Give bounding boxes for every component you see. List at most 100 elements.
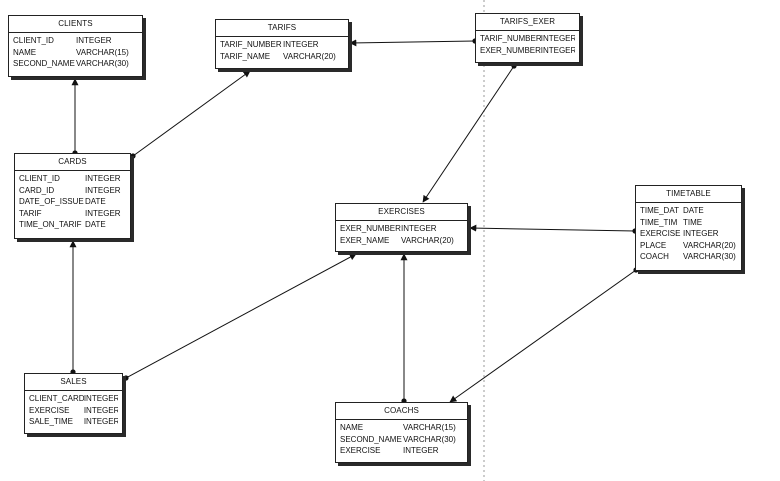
relationship-line-timetable-coachs — [449, 269, 637, 403]
field-type: VARCHAR(30) — [76, 59, 129, 68]
entity-fields: TIME_DAT DATE TIME_TIM TIME EXERCISE INT… — [636, 203, 741, 263]
field-name: TIME_DAT — [640, 206, 679, 215]
field-name: TARIF_NAME — [220, 51, 271, 61]
field-name: CLIENT_ID — [19, 174, 60, 183]
field-name: COACH — [640, 252, 669, 261]
entity-title: EXERCISES — [336, 204, 467, 221]
field-type: INTEGER — [540, 45, 575, 55]
field-row: CLIENT_CARD INTEGER — [29, 393, 118, 405]
field-type: INTEGER — [85, 208, 121, 218]
field-type: INTEGER — [283, 40, 319, 49]
field-row: SALE_TIME INTEGER — [29, 416, 118, 428]
field-name: CLIENT_CARD — [29, 394, 84, 403]
entity-exercises[interactable]: EXERCISES EXER_NUMBER INTEGER EXER_NAME … — [335, 203, 468, 252]
field-type: INTEGER — [85, 174, 121, 183]
field-name: EXER_NAME — [340, 235, 390, 245]
entity-coachs[interactable]: COACHS NAME VARCHAR(15) SECOND_NAME VARC… — [335, 402, 468, 463]
field-type: INTEGER — [76, 36, 112, 45]
field-row: SECOND_NAME VARCHAR(30) — [340, 434, 463, 446]
field-name: SECOND_NAME — [340, 434, 402, 444]
field-type: TIME — [683, 217, 703, 227]
field-type: DATE — [85, 197, 106, 206]
entity-title: TIMETABLE — [636, 186, 741, 203]
field-name: TIME_TIM — [640, 217, 678, 227]
field-name: TARIF — [19, 208, 42, 218]
field-name: NAME — [340, 423, 364, 432]
field-type: INTEGER — [540, 34, 575, 43]
entity-timetable[interactable]: TIMETABLE TIME_DAT DATE TIME_TIM TIME EX… — [635, 185, 742, 271]
relationship-dot-sales-exercises — [123, 375, 129, 381]
entity-fields: NAME VARCHAR(15) SECOND_NAME VARCHAR(30)… — [336, 420, 467, 457]
entity-fields: TARIF_NUMBER INTEGER EXER_NUMBER INTEGER — [476, 31, 579, 56]
relationship-line-timetable-exercises — [469, 224, 636, 232]
entity-tarifs-exer[interactable]: TARIFS_EXER TARIF_NUMBER INTEGER EXER_NU… — [475, 13, 580, 63]
field-row: EXERCISE INTEGER — [340, 445, 463, 457]
field-type: INTEGER — [83, 417, 118, 426]
field-name: CLIENT_ID — [13, 36, 54, 45]
entity-clients[interactable]: CLIENTS CLIENT_ID INTEGER NAME VARCHAR(1… — [8, 15, 143, 77]
field-type: VARCHAR(30) — [683, 252, 736, 261]
field-row: PLACE VARCHAR(20) — [640, 240, 737, 252]
field-name: SECOND_NAME — [13, 59, 75, 68]
field-type: INTEGER — [85, 185, 121, 195]
field-type: INTEGER — [83, 405, 118, 415]
field-type: INTEGER — [83, 394, 118, 403]
entity-fields: CLIENT_ID INTEGER NAME VARCHAR(15) SECON… — [9, 33, 142, 70]
field-name: TARIF_NUMBER — [480, 34, 541, 43]
entity-title: COACHS — [336, 403, 467, 420]
entity-title: CARDS — [15, 154, 130, 171]
field-name: EXERCISE — [29, 405, 70, 415]
field-row: TARIF_NUMBER INTEGER — [220, 39, 344, 51]
entity-fields: CLIENT_CARD INTEGER EXERCISE INTEGER SAL… — [25, 391, 122, 428]
entity-title: TARIFS_EXER — [476, 14, 579, 31]
field-row: CARD_ID INTEGER — [19, 185, 126, 197]
entity-fields: EXER_NUMBER INTEGER EXER_NAME VARCHAR(20… — [336, 221, 467, 246]
entity-title: TARIFS — [216, 20, 348, 37]
field-type: DATE — [683, 206, 704, 215]
entity-title: CLIENTS — [9, 16, 142, 33]
field-type: INTEGER — [403, 446, 439, 455]
field-row: EXERCISE INTEGER — [640, 228, 737, 240]
field-name: PLACE — [640, 240, 667, 250]
field-type: INTEGER — [401, 224, 437, 233]
relationship-line-tarifs-exer-tarifs — [349, 39, 476, 47]
field-type: VARCHAR(20) — [401, 235, 454, 245]
field-name: EXERCISE — [340, 446, 381, 455]
field-type: VARCHAR(30) — [403, 434, 456, 444]
field-row: CLIENT_ID INTEGER — [13, 35, 138, 47]
field-name: CARD_ID — [19, 185, 55, 195]
field-type: VARCHAR(15) — [403, 423, 456, 432]
relationship-line-cards-tarifs — [132, 70, 251, 157]
field-row: EXER_NUMBER INTEGER — [340, 223, 463, 235]
field-name: TARIF_NUMBER — [220, 40, 282, 49]
field-row: NAME VARCHAR(15) — [340, 422, 463, 434]
relationship-dot-cards-tarifs — [130, 153, 136, 159]
field-name: DATE_OF_ISSUE — [19, 197, 84, 206]
relationship-line-sales-exercises — [125, 253, 357, 379]
field-type: VARCHAR(20) — [283, 51, 336, 61]
field-row: NAME VARCHAR(15) — [13, 47, 138, 59]
relationship-line-tarifs-exer-exercises — [422, 65, 515, 203]
field-name: NAME — [13, 47, 37, 57]
entity-fields: CLIENT_ID INTEGER CARD_ID INTEGER DATE_O… — [15, 171, 130, 231]
field-row: COACH VARCHAR(30) — [640, 251, 737, 263]
field-row: TIME_ON_TARIF DATE — [19, 219, 126, 231]
relationship-dot-tarifs-exer-exercises — [511, 63, 517, 69]
field-row: DATE_OF_ISSUE DATE — [19, 196, 126, 208]
entity-title: SALES — [25, 374, 122, 391]
field-row: EXER_NUMBER INTEGER — [480, 45, 575, 57]
field-type: INTEGER — [683, 229, 719, 238]
field-row: EXERCISE INTEGER — [29, 405, 118, 417]
field-name: EXER_NUMBER — [480, 45, 541, 55]
field-name: EXERCISE — [640, 229, 681, 238]
field-type: VARCHAR(15) — [76, 47, 129, 57]
entity-cards[interactable]: CARDS CLIENT_ID INTEGER CARD_ID INTEGER … — [14, 153, 131, 239]
field-row: CLIENT_ID INTEGER — [19, 173, 126, 185]
entity-sales[interactable]: SALES CLIENT_CARD INTEGER EXERCISE INTEG… — [24, 373, 123, 434]
field-row: TIME_TIM TIME — [640, 217, 737, 229]
field-row: TARIF_NAME VARCHAR(20) — [220, 51, 344, 63]
entity-tarifs[interactable]: TARIFS TARIF_NUMBER INTEGER TARIF_NAME V… — [215, 19, 349, 69]
field-name: TIME_ON_TARIF — [19, 220, 82, 229]
